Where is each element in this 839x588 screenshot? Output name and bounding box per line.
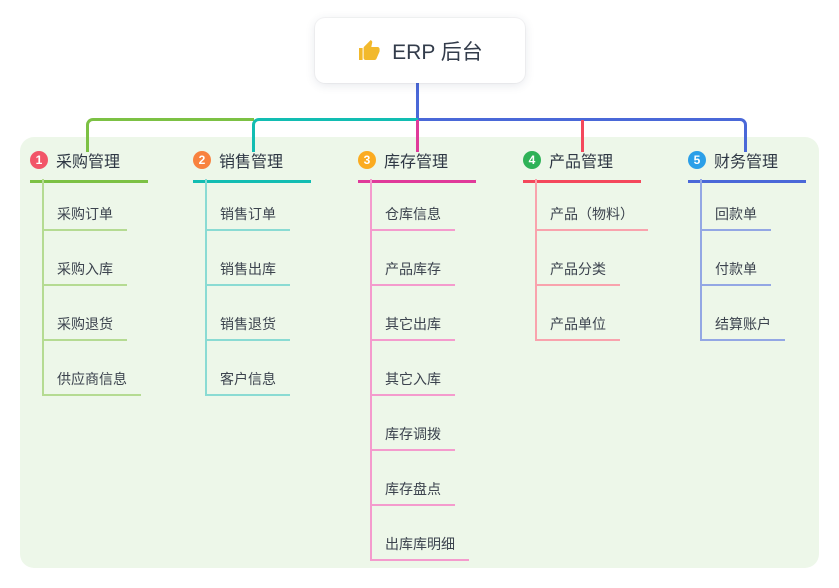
branch-node-finance[interactable]: 5 财务管理 [688, 148, 806, 183]
child-node[interactable]: 产品分类 [535, 259, 620, 286]
root-node[interactable]: ERP 后台 [315, 18, 525, 83]
branch-number-badge: 4 [523, 151, 541, 169]
child-node[interactable]: 销售退货 [205, 314, 290, 341]
child-node[interactable]: 回款单 [700, 204, 771, 231]
child-node[interactable]: 采购入库 [42, 259, 127, 286]
child-node[interactable]: 产品（物料） [535, 204, 648, 231]
branch-number-badge: 1 [30, 151, 48, 169]
branches-background-panel [20, 137, 819, 568]
root-title: ERP 后台 [392, 40, 483, 64]
connector-branch-1 [86, 118, 254, 152]
branch-node-sales[interactable]: 2 销售管理 [193, 148, 311, 183]
branch-label: 库存管理 [384, 154, 449, 171]
child-node[interactable]: 库存调拨 [370, 424, 455, 451]
branch-label: 销售管理 [219, 154, 284, 171]
branch-label: 财务管理 [714, 154, 779, 171]
child-node[interactable]: 出库库明细 [370, 534, 469, 561]
child-node[interactable]: 销售出库 [205, 259, 290, 286]
connector-branch-3 [416, 120, 419, 152]
branch-node-product[interactable]: 4 产品管理 [523, 148, 641, 183]
child-node[interactable]: 付款单 [700, 259, 771, 286]
child-node[interactable]: 采购退货 [42, 314, 127, 341]
child-node[interactable]: 产品库存 [370, 259, 455, 286]
branch-purchase: 1 采购管理 采购订单 采购入库 采购退货 供应商信息 [30, 148, 195, 396]
branch-label: 产品管理 [549, 154, 614, 171]
child-node[interactable]: 其它出库 [370, 314, 455, 341]
connector-branch-2 [252, 118, 418, 152]
branch-spine [42, 179, 44, 395]
child-node[interactable]: 采购订单 [42, 204, 127, 231]
branch-spine [535, 179, 537, 340]
child-node[interactable]: 供应商信息 [42, 369, 141, 396]
branch-spine [370, 179, 372, 560]
child-node[interactable]: 仓库信息 [370, 204, 455, 231]
branch-spine [700, 179, 702, 340]
branch-number-badge: 3 [358, 151, 376, 169]
branch-spine [205, 179, 207, 395]
connector-branch-4 [581, 120, 584, 152]
branch-label: 采购管理 [56, 154, 121, 171]
branch-product: 4 产品管理 产品（物料） 产品分类 产品单位 [523, 148, 688, 341]
branch-number-badge: 2 [193, 151, 211, 169]
child-node[interactable]: 销售订单 [205, 204, 290, 231]
connector-branch-5 [418, 118, 747, 152]
thumbs-up-icon [359, 39, 380, 60]
child-node[interactable]: 产品单位 [535, 314, 620, 341]
branch-node-purchase[interactable]: 1 采购管理 [30, 148, 148, 183]
branch-sales: 2 销售管理 销售订单 销售出库 销售退货 客户信息 [193, 148, 358, 396]
branch-node-inventory[interactable]: 3 库存管理 [358, 148, 476, 183]
child-node[interactable]: 结算账户 [700, 314, 785, 341]
child-node[interactable]: 其它入库 [370, 369, 455, 396]
connector-root [416, 83, 419, 118]
branch-inventory: 3 库存管理 仓库信息 产品库存 其它出库 其它入库 库存调拨 库存盘点 出库库… [358, 148, 523, 561]
branch-number-badge: 5 [688, 151, 706, 169]
branch-finance: 5 财务管理 回款单 付款单 结算账户 [688, 148, 839, 341]
child-node[interactable]: 客户信息 [205, 369, 290, 396]
child-node[interactable]: 库存盘点 [370, 479, 455, 506]
